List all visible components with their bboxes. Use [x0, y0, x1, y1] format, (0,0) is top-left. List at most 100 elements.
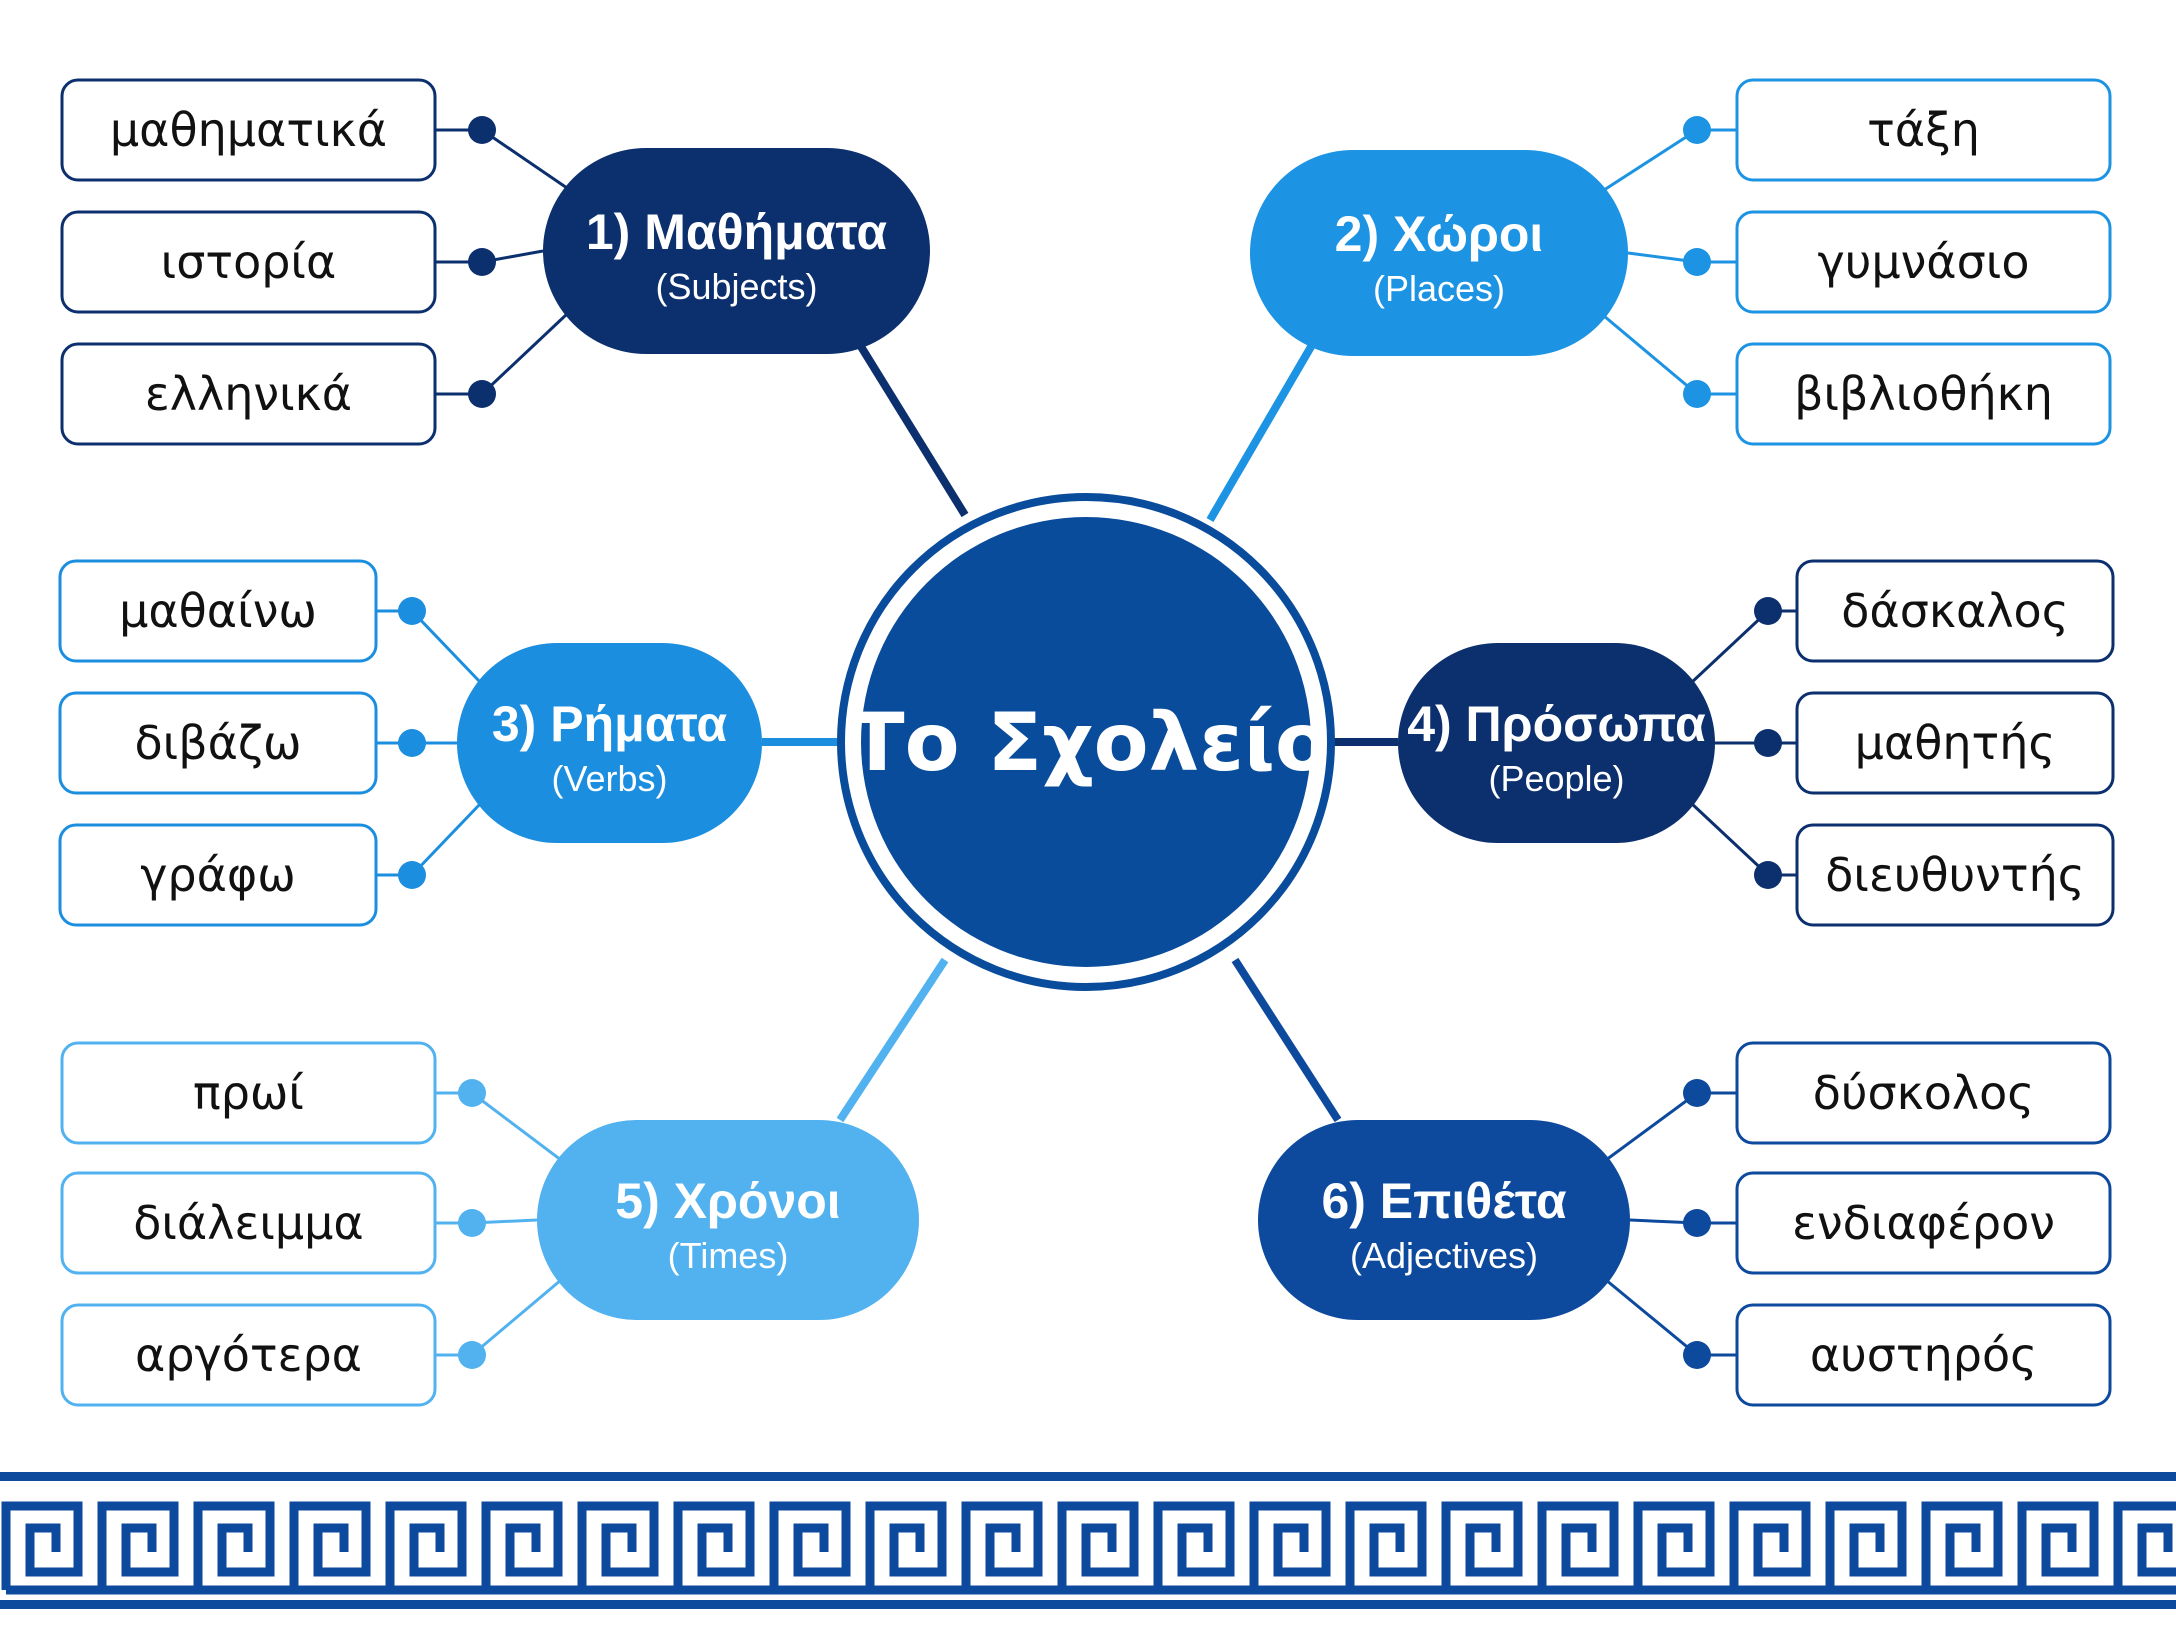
- connector-dot: [468, 248, 496, 276]
- connector-dot: [1683, 1341, 1711, 1369]
- meander-unit: [1537, 1501, 1619, 1590]
- word-box-frame: [60, 1171, 437, 1275]
- center-connector-6: [1231, 957, 1342, 1123]
- meander-unit: [577, 1501, 659, 1590]
- category-pill-1: 1) Μαθήματα(Subjects): [543, 148, 930, 354]
- word-box: ελληνικά: [60, 342, 437, 446]
- word-box: ιστορία: [60, 210, 437, 314]
- word-box: μαθητής: [1795, 691, 2115, 795]
- pill-background: [1258, 1120, 1630, 1320]
- connector-dot: [1683, 380, 1711, 408]
- meander-unit: [1249, 1501, 1331, 1590]
- word-box-frame: [1735, 1041, 2112, 1145]
- word-box-frame: [1735, 78, 2112, 182]
- word-box: αυστηρός: [1735, 1303, 2112, 1407]
- word-connector: [481, 128, 568, 190]
- word-label: μαθηματικά: [110, 103, 387, 157]
- word-label: μαθητής: [1855, 716, 2056, 770]
- meander-unit: [1441, 1501, 1523, 1590]
- connector-dot: [458, 1209, 486, 1237]
- word-box: πρωί: [60, 1041, 437, 1145]
- word-label: μαθαίνω: [119, 584, 317, 638]
- word-box-frame: [58, 691, 378, 795]
- connector-dot: [1754, 597, 1782, 625]
- pill-subtitle: (Subjects): [655, 266, 817, 307]
- meander-unit: [1633, 1501, 1715, 1590]
- word-label: ενδιαφέρον: [1792, 1196, 2055, 1250]
- center-node: Το Σχολείο: [837, 493, 1335, 991]
- border-top-line: [0, 1472, 2176, 1481]
- connector-dot: [398, 729, 426, 757]
- word-box-frame: [60, 210, 437, 314]
- pill-subtitle: (Verbs): [551, 758, 667, 799]
- greek-key-border: [0, 1472, 2176, 1609]
- category-pill-5: 5) Χρόνοι (Times): [537, 1120, 919, 1320]
- word-box-frame: [60, 78, 437, 182]
- word-label: ελληνικά: [145, 367, 352, 421]
- connector-dot: [398, 861, 426, 889]
- pill-background: [543, 148, 930, 354]
- meander-unit: [1729, 1501, 1811, 1590]
- word-connector: [410, 609, 483, 685]
- word-label: γράφω: [140, 848, 296, 902]
- word-connector: [410, 801, 483, 877]
- meander-unit: [1921, 1501, 2003, 1590]
- pill-title: 5) Χρόνοι: [615, 1173, 840, 1229]
- word-box-frame: [1735, 1171, 2112, 1275]
- word-box: δάσκαλος: [1795, 559, 2115, 663]
- pill-subtitle: (Adjectives): [1350, 1235, 1538, 1276]
- connector-dot: [458, 1341, 486, 1369]
- word-box-frame: [60, 1303, 437, 1407]
- connector-dot: [1754, 861, 1782, 889]
- word-box: μαθηματικά: [60, 78, 437, 182]
- meander-unit: [673, 1501, 755, 1590]
- connector-dot: [398, 597, 426, 625]
- word-label: διβάζω: [135, 716, 302, 770]
- word-label: γυμνάσιο: [1818, 235, 2030, 289]
- connector-dot: [1683, 248, 1711, 276]
- word-box: αργότερα: [60, 1303, 437, 1407]
- meander-unit: [2113, 1501, 2176, 1590]
- border-bottom-line: [0, 1600, 2176, 1609]
- word-label: δύσκολος: [1813, 1066, 2035, 1120]
- category-pill-2: 2) Χώροι(Places): [1250, 150, 1628, 356]
- word-connector: [1603, 314, 1698, 396]
- word-box-frame: [1795, 823, 2115, 927]
- meander-unit: [1825, 1501, 1907, 1590]
- meander-unit: [1345, 1501, 1427, 1590]
- word-label: αργότερα: [135, 1328, 362, 1382]
- center-connector-2: [1206, 342, 1316, 523]
- meander-unit: [961, 1501, 1043, 1590]
- meander-unit: [1, 1501, 83, 1590]
- meander-unit: [1153, 1501, 1235, 1590]
- word-label: ιστορία: [161, 235, 337, 289]
- word-box-frame: [1795, 691, 2115, 795]
- connector-dot: [1683, 116, 1711, 144]
- pill-background: [537, 1120, 919, 1320]
- center-connector-1: [856, 342, 969, 518]
- word-box-frame: [1735, 342, 2112, 446]
- word-label: πρωί: [193, 1066, 304, 1120]
- word-box-frame: [1735, 210, 2112, 314]
- pill-title: 6) Επιθέτα: [1321, 1173, 1566, 1229]
- word-label: αυστηρός: [1810, 1328, 2037, 1382]
- center-connectors: [762, 342, 1398, 1123]
- pill-background: [1250, 150, 1628, 356]
- word-box: διβάζω: [58, 691, 378, 795]
- pill-background: [457, 643, 762, 843]
- connector-dot: [468, 380, 496, 408]
- word-connector: [471, 1278, 562, 1357]
- meander-unit: [481, 1501, 563, 1590]
- pill-subtitle: (Times): [668, 1235, 789, 1276]
- word-box: γυμνάσιο: [1735, 210, 2112, 314]
- meander-unit: [289, 1501, 371, 1590]
- meander-unit: [2017, 1501, 2099, 1590]
- word-box: τάξη: [1735, 78, 2112, 182]
- meander-pattern: [1, 1501, 2176, 1595]
- word-box: γράφω: [58, 823, 378, 927]
- word-boxes: μαθηματικάιστορίαελληνικάτάξηγυμνάσιοβιβ…: [58, 78, 2115, 1407]
- meander-unit: [193, 1501, 275, 1590]
- connector-dot: [1683, 1079, 1711, 1107]
- category-pills: 1) Μαθήματα(Subjects)2) Χώροι(Places)3) …: [457, 148, 1715, 1320]
